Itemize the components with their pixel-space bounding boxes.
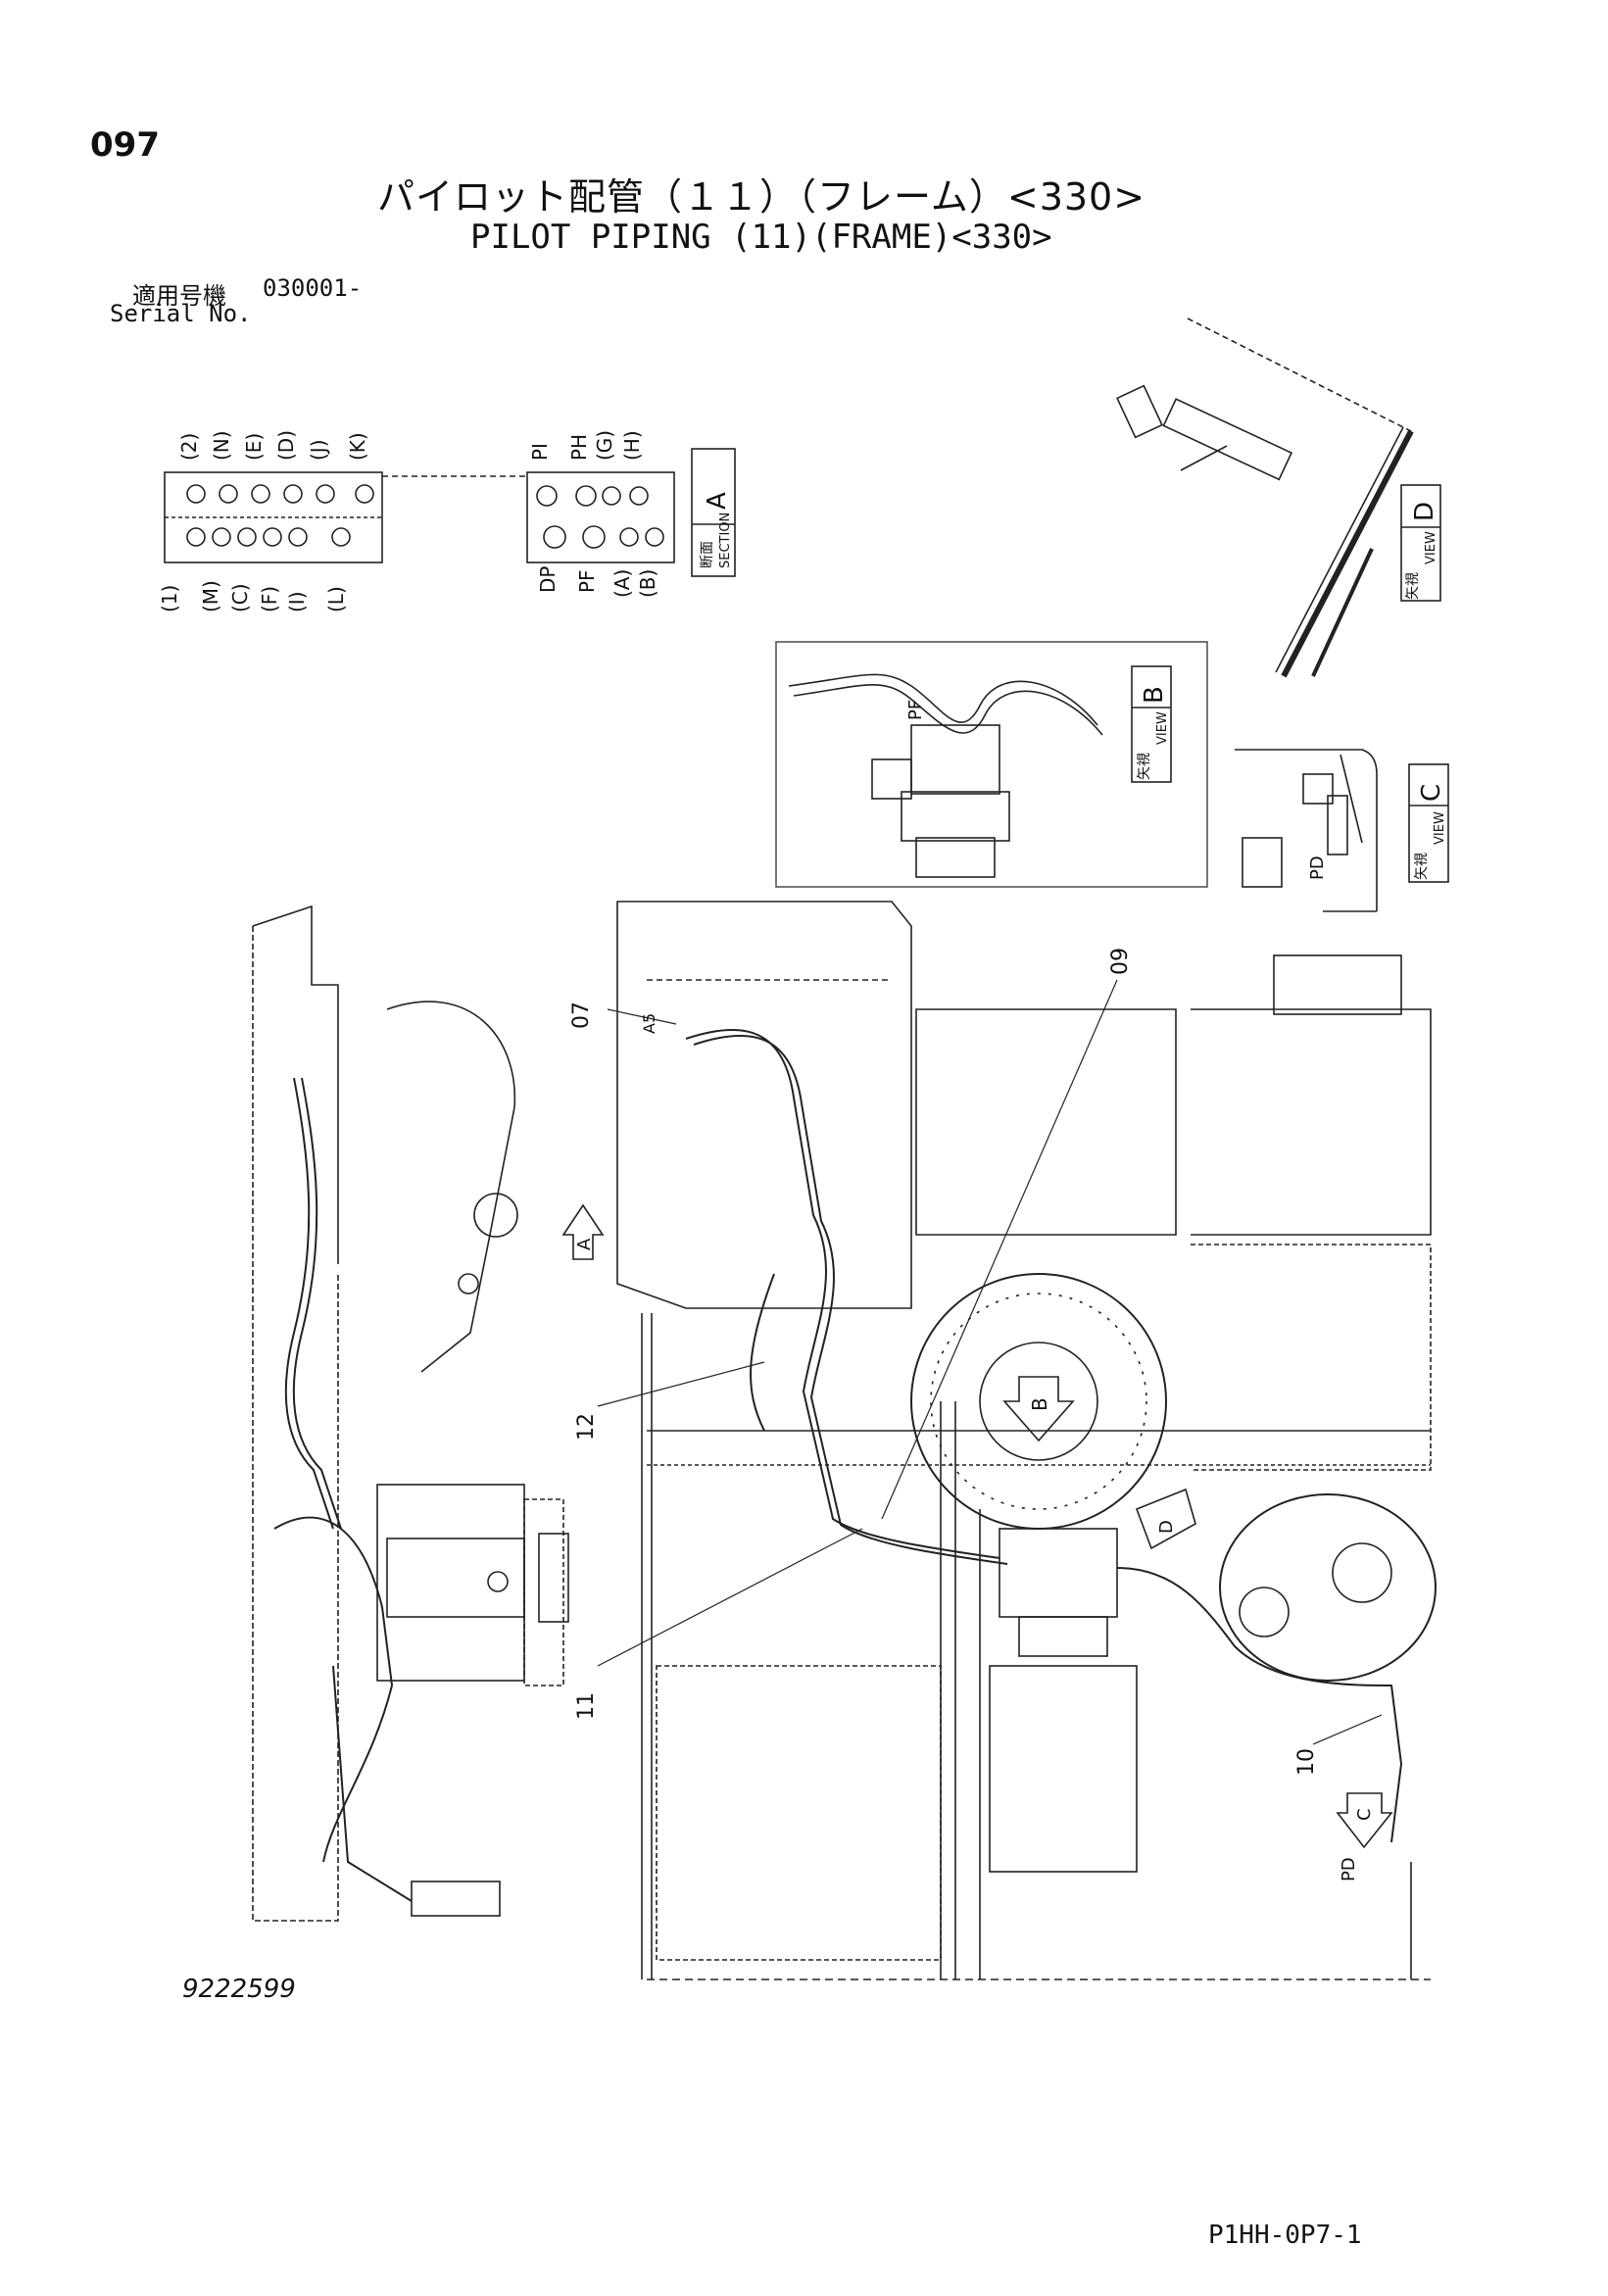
section-a-port-circles: [186, 484, 664, 549]
view-b-label-jp: 矢視: [1137, 753, 1152, 780]
callout-11: 11: [574, 1692, 599, 1720]
callout-09: 09: [1108, 948, 1133, 975]
view-c-letter: C: [1417, 784, 1446, 802]
drawing-number: 9222599: [182, 1975, 296, 2004]
port-label: (A): [610, 569, 634, 598]
port-label: (G): [593, 430, 616, 461]
left-side-frame: [252, 904, 569, 1922]
title-english: PILOT PIPING (11)(FRAME)<330>: [470, 218, 1052, 257]
view-b-port: PF: [905, 700, 926, 720]
view-d-label-en: VIEW: [1424, 531, 1438, 564]
view-d-label-jp: 矢視: [1405, 572, 1421, 600]
port-label: DP: [536, 566, 560, 593]
port-label: (D): [274, 430, 298, 461]
view-b-detail: [775, 641, 1208, 888]
callout-labels: 07 A5 09 12 11 10 PD A B C D: [569, 948, 1375, 1881]
arrow-a-letter: A: [574, 1238, 595, 1250]
view-c-port: PD: [1307, 855, 1328, 880]
section-a-port-block: [164, 448, 736, 577]
port-label: (C): [228, 583, 252, 612]
port-label: (J): [307, 439, 330, 461]
port-label: PH: [567, 434, 591, 461]
view-d-letter: D: [1410, 502, 1439, 521]
serial-label-english: Serial No.: [110, 300, 252, 327]
arrow-d-letter: D: [1156, 1520, 1177, 1534]
view-c-label-en: VIEW: [1433, 811, 1447, 845]
view-c-detail: [1235, 749, 1449, 912]
view-d-detail: [1116, 318, 1441, 678]
port-label: (M): [199, 580, 222, 612]
view-labels: 矢視 VIEW B PF 矢視 VIEW C PD 矢視 VIEW D: [905, 502, 1447, 880]
document-code: P1HH-0P7-1: [1208, 2221, 1362, 2250]
arrow-b-letter: B: [1028, 1397, 1051, 1411]
port-label: (L): [324, 586, 348, 612]
section-a-labels: (2) (N) (E) (D) (J) (K) (1) (M) (C) (F) …: [158, 430, 733, 612]
port-label: (1): [158, 585, 181, 612]
page-number: 097: [90, 125, 160, 165]
port-label: (I): [285, 591, 309, 612]
main-frame-plan: [561, 901, 1437, 1980]
port-label: (N): [210, 430, 233, 461]
port-label: (K): [346, 432, 369, 461]
view-b-label-en: VIEW: [1155, 711, 1170, 745]
port-label: (H): [620, 430, 644, 461]
serial-value: 030001-: [263, 274, 363, 302]
section-a-label-en: SECTION: [718, 513, 733, 568]
callout-10: 10: [1294, 1748, 1319, 1776]
section-a-label-jp: 断面: [700, 541, 715, 568]
port-label: (F): [258, 586, 281, 612]
port-label: PI: [528, 443, 552, 461]
port-label: PF: [575, 569, 599, 593]
callout-a5: A5: [640, 1013, 658, 1034]
port-label: (2): [177, 433, 201, 461]
serial-label-japanese: 適用号機: [132, 282, 226, 310]
port-label: (E): [242, 433, 266, 461]
view-c-label-jp: 矢視: [1414, 853, 1430, 880]
port-label: (B): [636, 569, 659, 598]
section-a-letter: A: [703, 492, 732, 510]
arrow-c-letter: C: [1354, 1808, 1375, 1821]
callout-pd: PD: [1339, 1857, 1359, 1881]
view-b-letter: B: [1140, 686, 1169, 704]
callout-07: 07: [569, 1001, 594, 1029]
callout-12: 12: [574, 1413, 599, 1441]
title-japanese: パイロット配管（１１）（フレーム）<330>: [377, 175, 1146, 219]
